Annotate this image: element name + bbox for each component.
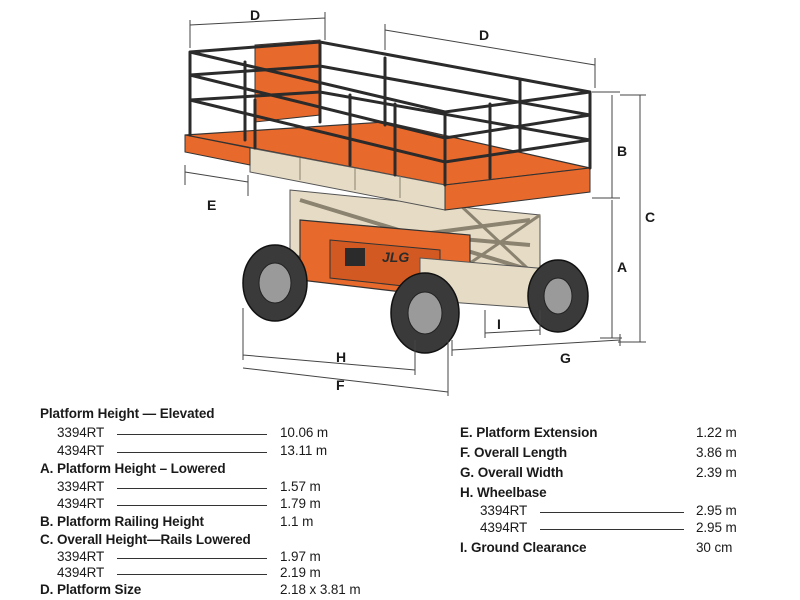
spec-platform-extension-title: E. Platform Extension <box>460 425 598 440</box>
spec-lowered-model-2: 4394RT <box>57 496 105 511</box>
leader-line <box>117 558 267 559</box>
spec-overall-length-title: F. Overall Length <box>460 445 568 460</box>
spec-ground-clearance-title: I. Ground Clearance <box>460 540 587 555</box>
leader-line <box>117 452 267 453</box>
spec-lowered-value-2: 1.79 m <box>280 496 321 511</box>
dim-label-f: F <box>336 377 345 393</box>
scissor-lift-diagram: JLG <box>184 7 655 396</box>
spec-elevated-value-1: 10.06 m <box>280 425 329 440</box>
leader-line <box>540 529 684 530</box>
dim-label-i: I <box>497 316 501 332</box>
dim-label-g: G <box>560 350 571 366</box>
spec-overall-height-value-1: 1.97 m <box>280 549 321 564</box>
spec-overall-height-model-1: 3394RT <box>57 549 105 564</box>
spec-platform-extension-value: 1.22 m <box>696 425 737 440</box>
specs-right: E. Platform Extension 1.22 m F. Overall … <box>400 0 800 600</box>
spec-platform-height-elevated-title: Platform Height — Elevated <box>40 406 215 421</box>
spec-wheelbase-value-1: 2.95 m <box>696 503 737 518</box>
spec-overall-height-model-2: 4394RT <box>57 565 105 580</box>
spec-lowered-model-1: 3394RT <box>57 479 105 494</box>
spec-railing-height-title: B. Platform Railing Height <box>40 514 204 529</box>
dimension-lines <box>184 12 646 396</box>
spec-wheelbase-value-2: 2.95 m <box>696 520 737 535</box>
spec-platform-height-lowered-title: A. Platform Height – Lowered <box>40 461 226 476</box>
spec-overall-height-title: C. Overall Height—Rails Lowered <box>40 532 251 547</box>
dim-label-b: B <box>617 143 627 159</box>
spec-platform-size-title: D. Platform Size <box>40 582 142 597</box>
spec-ground-clearance-value: 30 cm <box>696 540 733 555</box>
leader-line <box>540 512 684 513</box>
dim-label-c: C <box>645 209 655 225</box>
dim-label-h: H <box>336 349 346 365</box>
spec-overall-length-value: 3.86 m <box>696 445 737 460</box>
tire-rear-left <box>242 244 308 322</box>
spec-overall-width-value: 2.39 m <box>696 465 737 480</box>
spec-elevated-model-1: 3394RT <box>57 425 105 440</box>
leader-line <box>117 574 267 575</box>
leader-line <box>117 505 267 506</box>
dim-label-d-right: D <box>479 27 489 43</box>
specs-left: Platform Height — Elevated 3394RT 10.06 … <box>40 406 361 597</box>
dim-label-a: A <box>617 259 627 275</box>
spec-elevated-value-2: 13.11 m <box>280 443 328 458</box>
leader-line <box>117 434 267 435</box>
dim-label-d-left: D <box>250 7 260 23</box>
spec-platform-size-value: 2.18 x 3.81 m <box>280 582 361 597</box>
spec-wheelbase-model-2: 4394RT <box>480 520 528 535</box>
spec-overall-height-value-2: 2.19 m <box>280 565 321 580</box>
spec-overall-width-title: G. Overall Width <box>460 465 564 480</box>
tire-front-left <box>390 272 460 354</box>
spec-elevated-model-2: 4394RT <box>57 443 105 458</box>
dim-label-e: E <box>207 197 216 213</box>
spec-wheelbase-model-1: 3394RT <box>480 503 528 518</box>
spec-railing-height-value: 1.1 m <box>280 514 314 529</box>
platform-railings <box>188 40 592 187</box>
leader-line <box>117 488 267 489</box>
spec-wheelbase-title: H. Wheelbase <box>460 485 547 500</box>
tire-front-right <box>527 259 589 333</box>
spec-lowered-value-1: 1.57 m <box>280 479 321 494</box>
svg-text:JLG: JLG <box>382 249 409 265</box>
